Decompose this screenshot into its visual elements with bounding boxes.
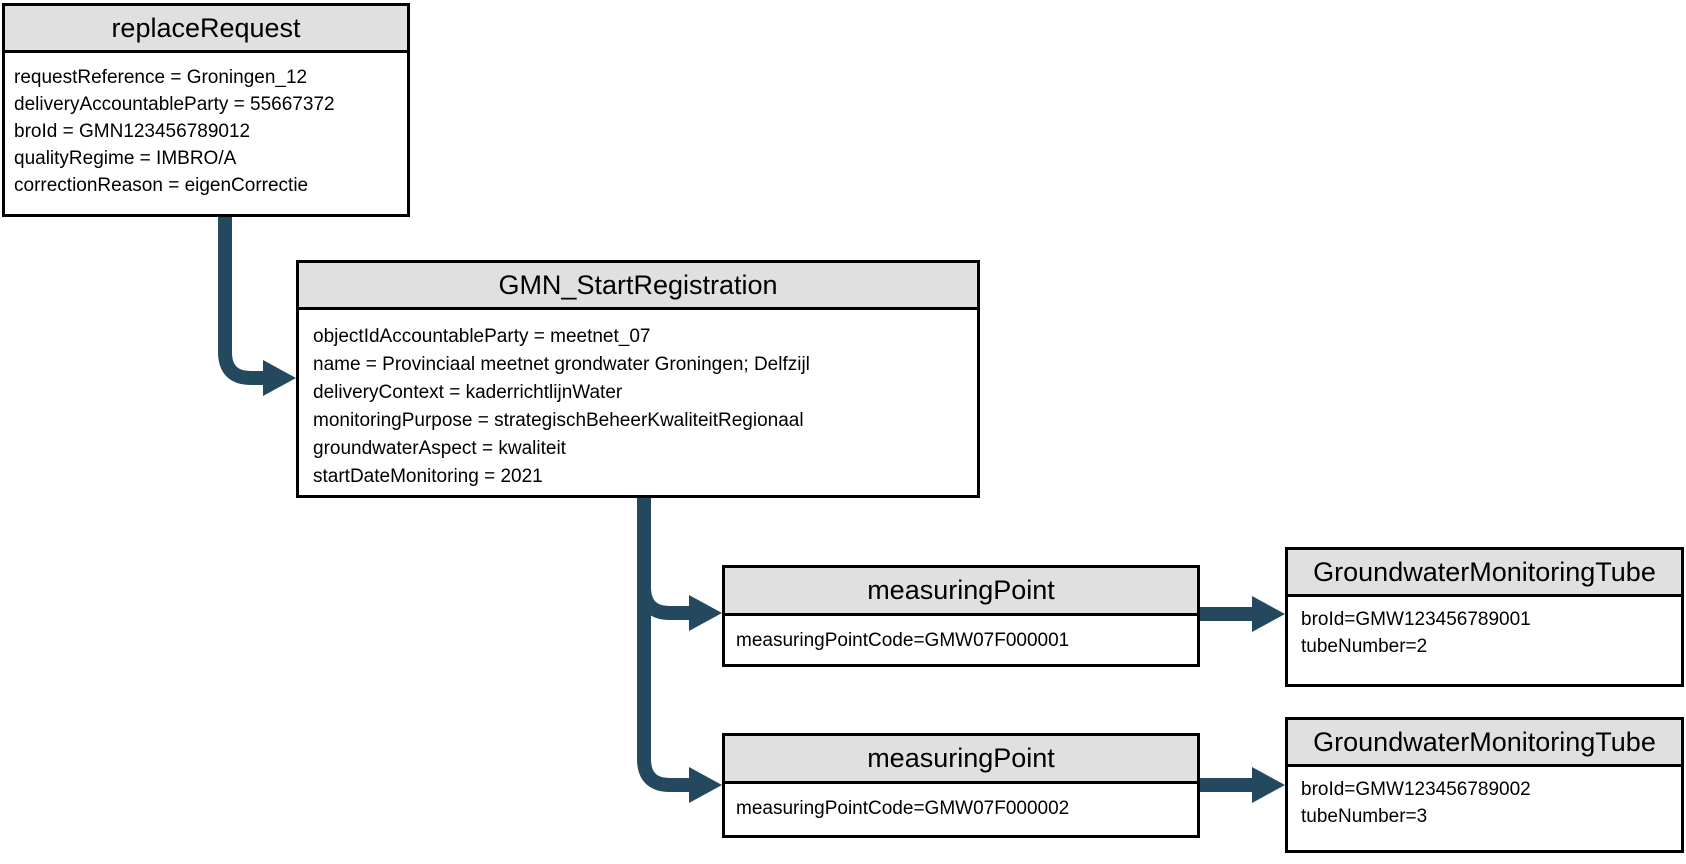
attribute-line: objectIdAccountableParty = meetnet_07 [313,326,651,347]
attribute-line: requestReference = Groningen_12 [14,67,308,88]
connector-gmn-to-measuring-point-2 [637,495,722,803]
node-header: measuringPoint [725,568,1197,616]
arrowhead-icon [263,360,296,396]
node-tube-2: GroundwaterMonitoringTube broId=GMW12345… [1285,717,1684,853]
attribute-line: groundwaterAspect = kwaliteit [313,438,566,459]
arrowhead-icon [1252,596,1285,632]
connector-measuring-point-2-to-tube-2 [1198,767,1285,803]
node-measuring-point-2: measuringPoint measuringPointCode=GMW07F… [722,733,1200,838]
node-title: GroundwaterMonitoringTube [1313,556,1656,587]
node-header: GroundwaterMonitoringTube [1288,550,1681,597]
attribute-line: deliveryAccountableParty = 55667372 [14,94,335,115]
node-tube-1: GroundwaterMonitoringTube broId=GMW12345… [1285,547,1684,687]
node-header: GMN_StartRegistration [299,263,977,310]
attribute-line: monitoringPurpose = strategischBeheerKwa… [313,410,804,431]
attribute-line: broId = GMN123456789012 [14,121,251,142]
node-title: measuringPoint [867,575,1055,605]
node-body: measuringPointCode=GMW07F000002 [725,784,1197,832]
node-header: GroundwaterMonitoringTube [1288,720,1681,767]
node-title: replaceRequest [111,12,301,43]
connector-gmn-to-measuring-point-1 [637,495,722,631]
node-title: GroundwaterMonitoringTube [1313,726,1656,757]
node-measuring-point-1: measuringPoint measuringPointCode=GMW07F… [722,565,1200,667]
node-header: replaceRequest [5,6,407,53]
node-body: broId=GMW123456789001 tubeNumber=2 [1288,597,1681,660]
connector-replace-to-gmn [218,214,296,396]
attribute-line: qualityRegime = IMBRO/A [14,148,237,169]
attribute-line: measuringPointCode=GMW07F000002 [736,797,1070,819]
node-replace-request: replaceRequest requestReference = Gronin… [2,3,410,217]
node-title: GMN_StartRegistration [498,269,778,300]
attribute-line: deliveryContext = kaderrichtlijnWater [313,382,623,403]
node-body: measuringPointCode=GMW07F000001 [725,616,1197,664]
arrowhead-icon [689,767,722,803]
arrowhead-icon [1252,767,1285,803]
node-body: requestReference = Groningen_12 delivery… [5,53,407,199]
node-title: measuringPoint [867,743,1055,773]
attribute-line: name = Provinciaal meetnet grondwater Gr… [313,354,810,375]
node-gmn-start-registration: GMN_StartRegistration objectIdAccountabl… [296,260,980,498]
attribute-line: tubeNumber=3 [1301,806,1428,827]
node-header: measuringPoint [725,736,1197,784]
attribute-line: correctionReason = eigenCorrectie [14,175,309,196]
attribute-line: broId=GMW123456789001 [1301,609,1531,630]
arrowhead-icon [689,595,722,631]
node-body: objectIdAccountableParty = meetnet_07 na… [299,310,977,491]
attribute-line: tubeNumber=2 [1301,636,1428,657]
attribute-line: startDateMonitoring = 2021 [313,466,543,487]
attribute-line: broId=GMW123456789002 [1301,779,1531,800]
connector-measuring-point-1-to-tube-1 [1198,596,1285,632]
node-body: broId=GMW123456789002 tubeNumber=3 [1288,767,1681,830]
attribute-line: measuringPointCode=GMW07F000001 [736,629,1070,651]
